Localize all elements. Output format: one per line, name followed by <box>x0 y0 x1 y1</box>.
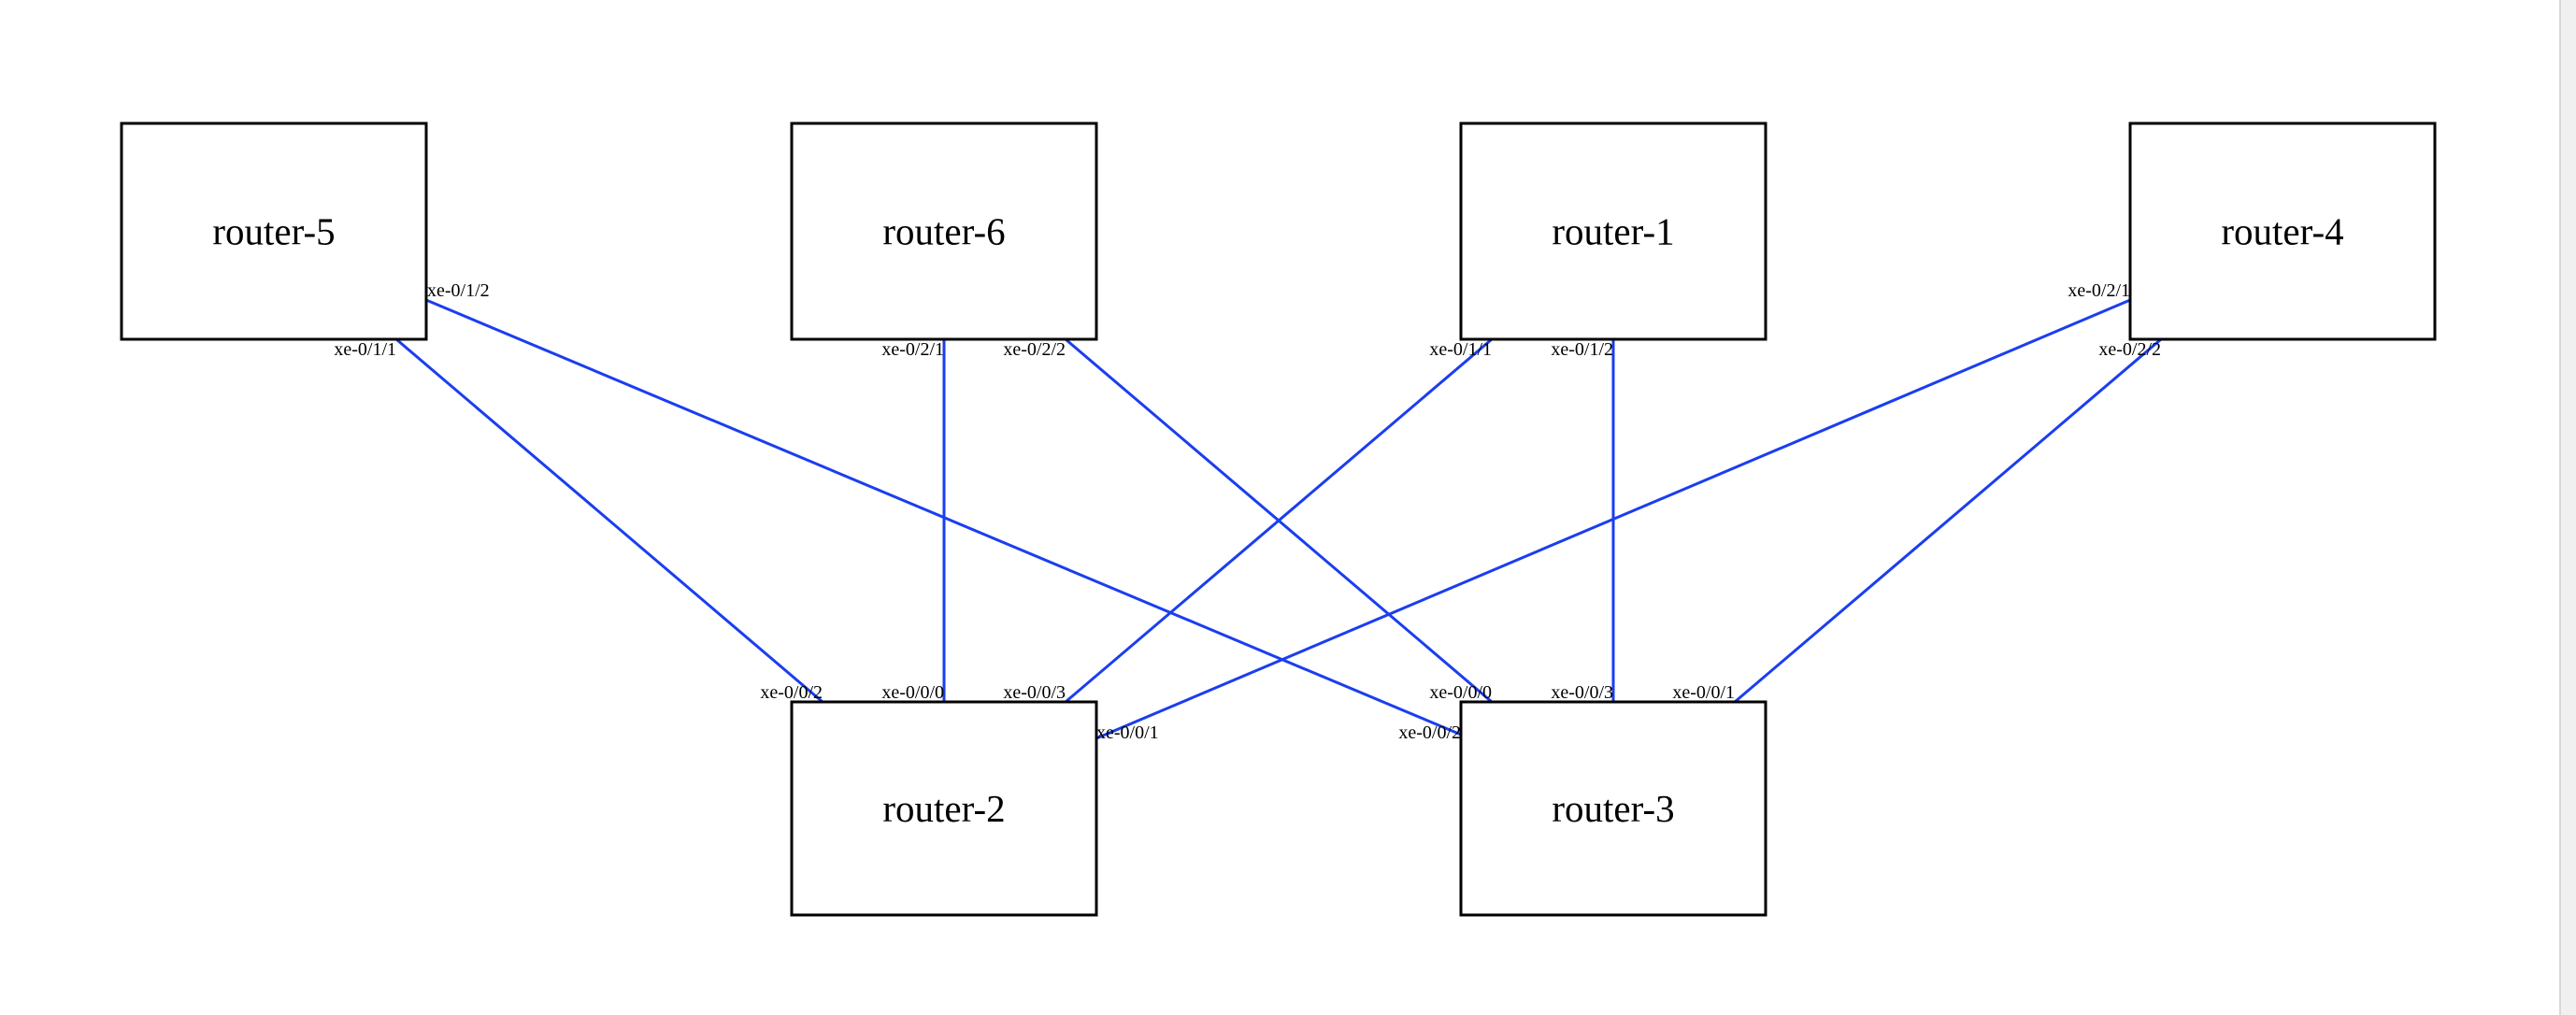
port-label-router-6: xe-0/2/2 <box>1003 339 1066 360</box>
port-label-router-1: xe-0/1/2 <box>1551 339 1613 360</box>
node-label: router-6 <box>882 210 1005 253</box>
node-router-5[interactable]: router-5 <box>120 122 428 341</box>
link-router-5-to-router-2 <box>395 337 823 704</box>
port-label-router-3: xe-0/0/0 <box>1429 682 1492 703</box>
link-router-4-to-router-2 <box>1095 298 2131 740</box>
link-router-4-to-router-3 <box>1734 337 2162 704</box>
node-router-1[interactable]: router-1 <box>1459 122 1767 341</box>
links-layer <box>395 298 2162 740</box>
node-box[interactable] <box>1459 700 1767 917</box>
node-router-3[interactable]: router-3 <box>1459 700 1767 917</box>
port-label-router-2: xe-0/0/2 <box>760 682 823 703</box>
node-box[interactable] <box>120 122 428 341</box>
node-label: router-3 <box>1552 787 1674 830</box>
port-label-router-5: xe-0/1/2 <box>427 280 490 301</box>
link-router-1-to-router-2 <box>1065 337 1493 704</box>
port-label-router-3: xe-0/0/3 <box>1551 682 1613 703</box>
port-label-router-3: xe-0/0/2 <box>1398 722 1461 743</box>
port-label-router-2: xe-0/0/1 <box>1096 722 1159 743</box>
node-router-4[interactable]: router-4 <box>2128 122 2437 341</box>
node-router-2[interactable]: router-2 <box>790 700 1098 917</box>
port-label-router-6: xe-0/2/1 <box>881 339 944 360</box>
port-label-router-5: xe-0/1/1 <box>334 339 396 360</box>
node-label: router-2 <box>882 787 1005 830</box>
node-box[interactable] <box>2128 122 2437 341</box>
port-label-router-4: xe-0/2/1 <box>2068 280 2130 301</box>
port-labels-layer: xe-0/1/1 xe-0/0/2 xe-0/1/2 xe-0/0/2 xe-0/2/1… <box>334 280 2161 743</box>
vertical-scrollbar[interactable] <box>2559 0 2576 1015</box>
nodes-layer: router-5 router-6 router-1 router-4 router-2… <box>120 122 2437 917</box>
node-label: router-5 <box>212 210 335 253</box>
port-label-router-2: xe-0/0/0 <box>881 682 944 703</box>
node-box[interactable] <box>1459 122 1767 341</box>
node-label: router-1 <box>1552 210 1674 253</box>
node-box[interactable] <box>790 122 1098 341</box>
port-label-router-1: xe-0/1/1 <box>1429 339 1492 360</box>
port-label-router-2: xe-0/0/3 <box>1003 682 1066 703</box>
node-box[interactable] <box>790 700 1098 917</box>
port-label-router-3: xe-0/0/1 <box>1672 682 1735 703</box>
node-label: router-4 <box>2221 210 2343 253</box>
node-router-6[interactable]: router-6 <box>790 122 1098 341</box>
port-label-router-4: xe-0/2/2 <box>2098 339 2161 360</box>
